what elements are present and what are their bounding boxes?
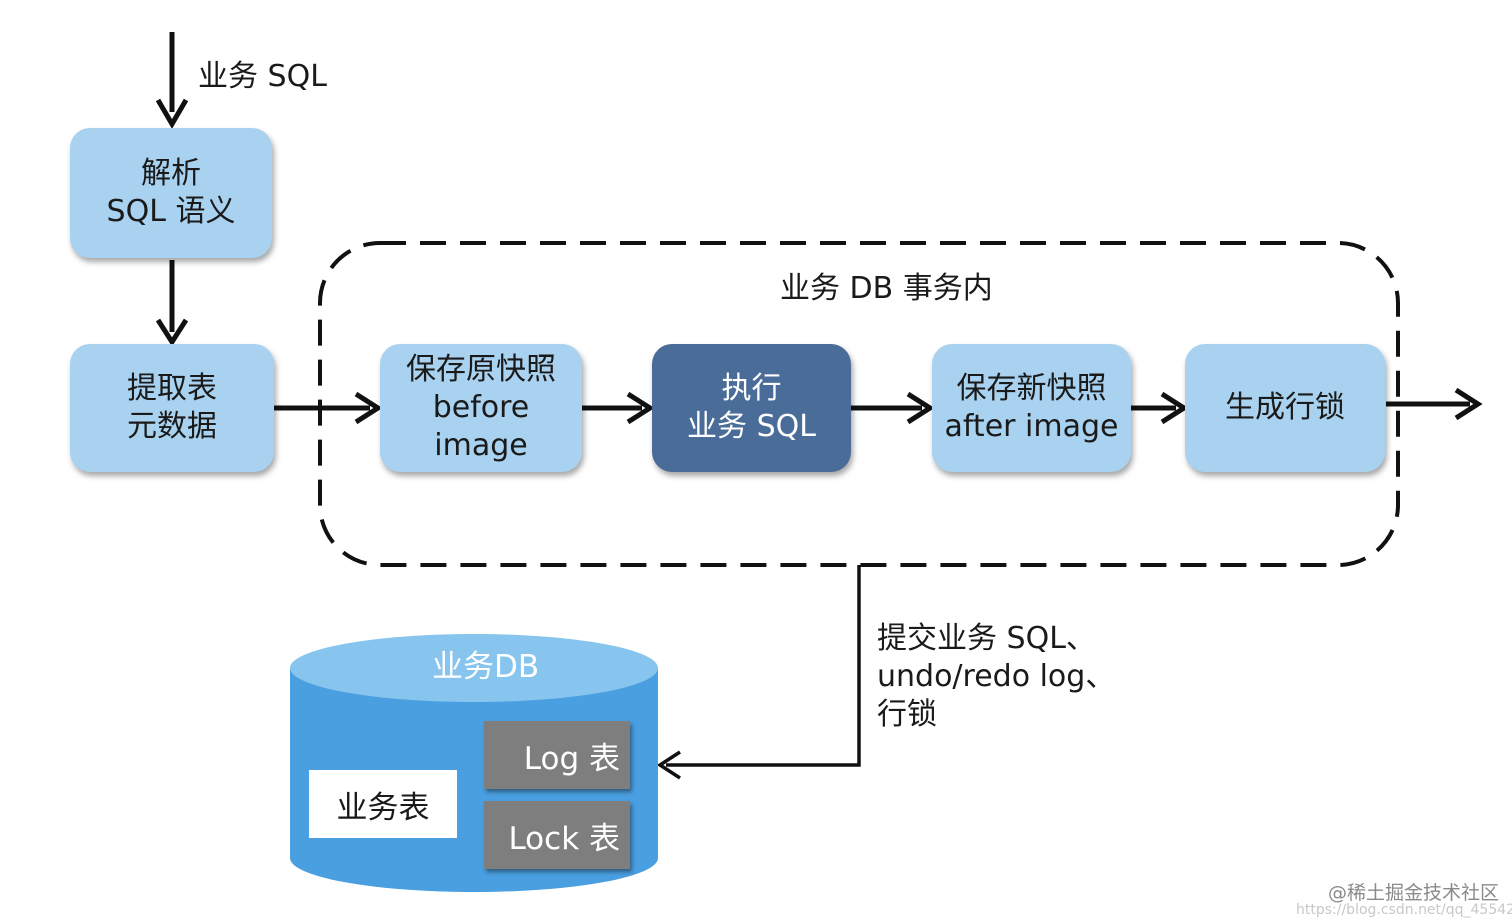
arrow-extract-to-before <box>274 391 383 425</box>
input-sql-label: 业务 SQL <box>198 59 327 94</box>
execute-sql-box: 执行 业务 SQL <box>652 344 851 472</box>
database-title: 业务DB <box>432 649 540 685</box>
business-table: 业务表 <box>309 770 457 838</box>
commit-line-3: 行锁 <box>877 697 937 732</box>
commit-label: 提交业务 SQL、 undo/redo log、 行锁 <box>877 620 1115 734</box>
save-after-line-2: after image <box>944 409 1119 444</box>
extract-metadata-line-2: 元数据 <box>127 409 217 444</box>
row-lock-box: 生成行锁 <box>1185 344 1385 472</box>
arrow-commit-to-db <box>656 565 861 780</box>
arrow-execute-to-after <box>851 391 935 425</box>
parse-sql-line-2: SQL 语义 <box>106 194 236 229</box>
row-lock-line-1: 生成行锁 <box>1225 390 1345 425</box>
arrow-parse-to-extract <box>155 260 189 347</box>
commit-line-2: undo/redo log、 <box>877 659 1116 694</box>
transaction-title: 业务 DB 事务内 <box>780 271 993 306</box>
transaction-boundary <box>318 241 1400 567</box>
lock-table: Lock 表 <box>484 801 630 869</box>
execute-sql-line-1: 执行 <box>721 371 782 406</box>
save-before-image-box: 保存原快照 before image <box>380 344 582 472</box>
execute-sql-line-2: 业务 SQL <box>687 409 816 444</box>
arrow-before-to-execute <box>582 391 655 425</box>
save-before-line-1: 保存原快照 <box>406 352 556 387</box>
save-after-image-box: 保存新快照 after image <box>932 344 1131 472</box>
extract-metadata-box: 提取表 元数据 <box>70 344 274 472</box>
parse-sql-box: 解析 SQL 语义 <box>70 128 272 258</box>
log-table: Log 表 <box>484 721 630 789</box>
save-before-line-2: before <box>432 390 530 425</box>
url-watermark: https://blog.csdn.net/qq_45542380 <box>1296 902 1512 918</box>
arrow-input <box>155 32 189 129</box>
arrow-exit <box>1386 387 1483 421</box>
arrow-after-to-lock <box>1131 391 1189 425</box>
save-before-line-3: image <box>434 428 528 463</box>
commit-line-1: 提交业务 SQL、 <box>877 621 1096 656</box>
parse-sql-line-1: 解析 <box>141 156 201 191</box>
extract-metadata-line-1: 提取表 <box>127 371 217 406</box>
save-after-line-1: 保存新快照 <box>956 371 1107 406</box>
site-watermark: @稀土掘金技术社区 <box>1328 882 1500 904</box>
